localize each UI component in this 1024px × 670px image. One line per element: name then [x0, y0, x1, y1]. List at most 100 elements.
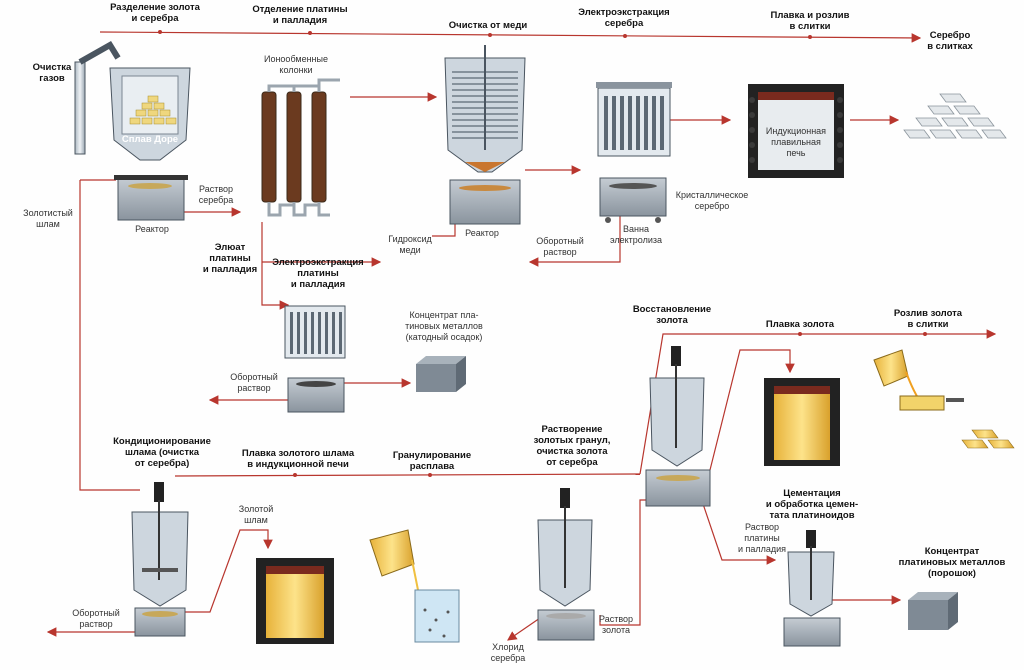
- label-gold-sludge-1: Золотой: [239, 504, 273, 514]
- conditioning-vessel: [131, 482, 189, 637]
- label-au-sol-1: Раствор: [599, 614, 633, 624]
- label-electro-pt-2: платины: [297, 268, 338, 279]
- label-dissolve-2: золотых гранул,: [534, 435, 611, 446]
- label-cement-3: тата платиноидов: [769, 510, 854, 521]
- label-cond-3: от серебра): [135, 458, 190, 469]
- label-furnace-1: Индукционная: [766, 126, 826, 136]
- label-cond-2: шлама (очистка: [125, 447, 200, 458]
- dore-reactor: [109, 67, 191, 221]
- label-sep-pt-pd-2: и палладия: [273, 15, 327, 26]
- label-furnace-2: плавильная: [771, 137, 821, 147]
- label-melting-silver-2: в слитки: [790, 21, 831, 32]
- label-powder-3: (порошок): [928, 568, 976, 579]
- gold-upper-line: [639, 329, 997, 475]
- label-reduction-1: Восстановление: [633, 304, 711, 315]
- label-ion-1: Ионообменные: [264, 54, 328, 64]
- label-dissolve-3: очистка золота: [537, 446, 609, 457]
- label-electro-pt-3: и палладия: [291, 279, 345, 290]
- label-bath-2: электролиза: [610, 235, 662, 245]
- label-dore: Сплав Доре: [122, 134, 178, 145]
- flow-lines: [46, 30, 997, 641]
- label-reactor-1: Реактор: [135, 224, 169, 234]
- label-dissolve-4: от серебра: [546, 457, 598, 468]
- gold-sludge-furnace: [256, 558, 334, 644]
- pgm-powder-box: [908, 592, 958, 630]
- label-gold-melting: Плавка золота: [766, 319, 835, 330]
- label-eluate-1: Элюат: [215, 242, 246, 253]
- label-crystal-1: Кристаллическое: [676, 190, 749, 200]
- silver-ingots-stack: [903, 93, 1007, 139]
- label-cu-2: меди: [399, 245, 420, 255]
- dissolving-vessel: [537, 488, 595, 641]
- pgm-concentrate-box: [416, 356, 466, 392]
- label-cement-2: и обработка цемен-: [766, 499, 858, 510]
- label-conc-3: (катодный осадок): [406, 332, 483, 342]
- label-cement-1: Цементация: [783, 488, 840, 499]
- label-return2-1: Оборотный: [230, 372, 278, 382]
- gold-reduction-vessel: [645, 346, 711, 507]
- gold-melting-furnace: [764, 378, 840, 466]
- label-casting-1: Розлив золота: [894, 308, 963, 319]
- top-flow-line: [99, 31, 922, 43]
- label-pt-sol-2: платины: [744, 533, 780, 543]
- cementation-vessel: [783, 530, 841, 647]
- return-solution-line: [528, 200, 621, 267]
- label-silver-solution-1: Раствор: [199, 184, 233, 194]
- label-gold-sludge-left-2: шлам: [36, 219, 60, 229]
- granulation-beaker: [369, 529, 460, 643]
- to-gold-melting-arrow: [709, 349, 795, 471]
- label-conc-2: тиновых металлов: [405, 321, 483, 331]
- label-return1-1: Оборотный: [536, 236, 584, 246]
- gas-cleaning-pipe: [74, 40, 121, 155]
- label-bath-1: Ванна: [623, 224, 649, 234]
- label-return1-2: раствор: [543, 247, 576, 257]
- label-reduction-2: золота: [656, 315, 688, 326]
- silver-electrolysis-bath: [596, 82, 672, 223]
- eluate-line: [261, 222, 290, 310]
- label-conc-1: Концентрат пла-: [410, 310, 479, 320]
- label-gas-1: Очистка: [33, 62, 72, 73]
- label-pt-sol-1: Раствор: [745, 522, 779, 532]
- copper-cleaning-reactor: [444, 45, 526, 225]
- label-gas-2: газов: [39, 73, 65, 84]
- label-eluate-2: платины: [209, 253, 250, 264]
- label-return2-2: раствор: [237, 383, 270, 393]
- label-gran-2: расплава: [410, 461, 455, 472]
- label-agcl-2: серебра: [491, 653, 526, 663]
- label-gold-sludge-left-1: Золотистый: [23, 208, 73, 218]
- label-eluate-3: и палладия: [203, 264, 257, 275]
- label-silver-ingots-2: в слитках: [927, 41, 973, 52]
- label-gran-1: Гранулирование: [393, 450, 471, 461]
- label-reactor-2: Реактор: [465, 228, 499, 238]
- label-electro-pt-1: Электроэкстракция: [272, 257, 363, 268]
- label-separation-gold-silver-1: Разделение золота: [110, 2, 201, 13]
- label-electro-silver-1: Электроэкстракция: [578, 7, 669, 18]
- label-cu-1: Гидроксид: [388, 234, 432, 244]
